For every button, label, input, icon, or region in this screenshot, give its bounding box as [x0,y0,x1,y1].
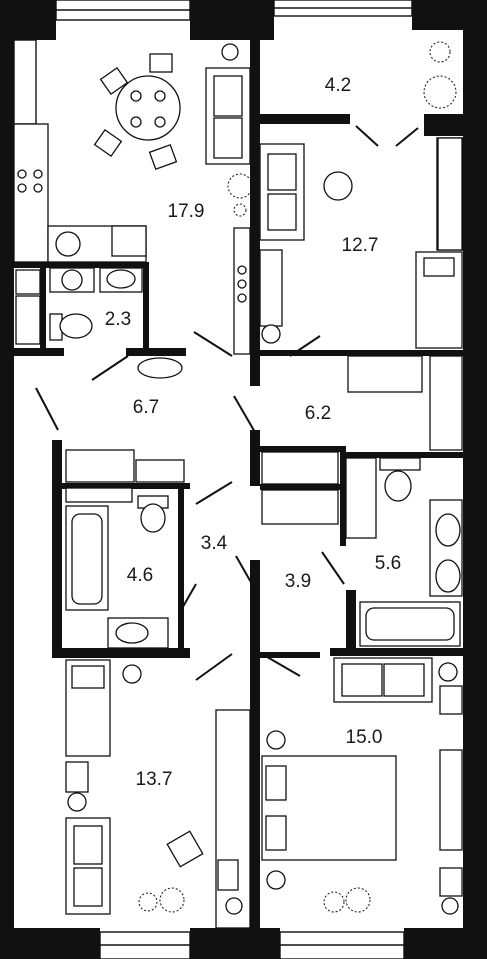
area-label-bedroom-bottom-left: 13.7 [136,769,173,790]
area-label-hall-left: 6.7 [133,397,159,418]
area-label-bathroom-right: 5.6 [375,553,401,574]
area-label-bedroom-bottom-right: 15.0 [346,727,383,748]
area-label-wc: 2.3 [105,309,131,330]
area-label-corridor-left: 3.4 [201,533,228,554]
area-label-hall-right: 6.2 [305,403,331,424]
windows [13,0,464,959]
interior-walls [14,262,463,658]
area-label-balcony: 4.2 [325,75,351,96]
area-label-bathroom-left: 4.6 [127,565,153,586]
area-label-corridor-right: 3.9 [285,571,311,592]
furniture [13,41,463,929]
area-label-kitchen-living: 17.9 [168,201,205,222]
area-label-bedroom-top: 12.7 [342,235,379,256]
doors [35,125,419,681]
area-labels: 17.9 4.2 12.7 2.3 6.7 6.2 4.6 3.4 3.9 5.… [105,75,401,790]
